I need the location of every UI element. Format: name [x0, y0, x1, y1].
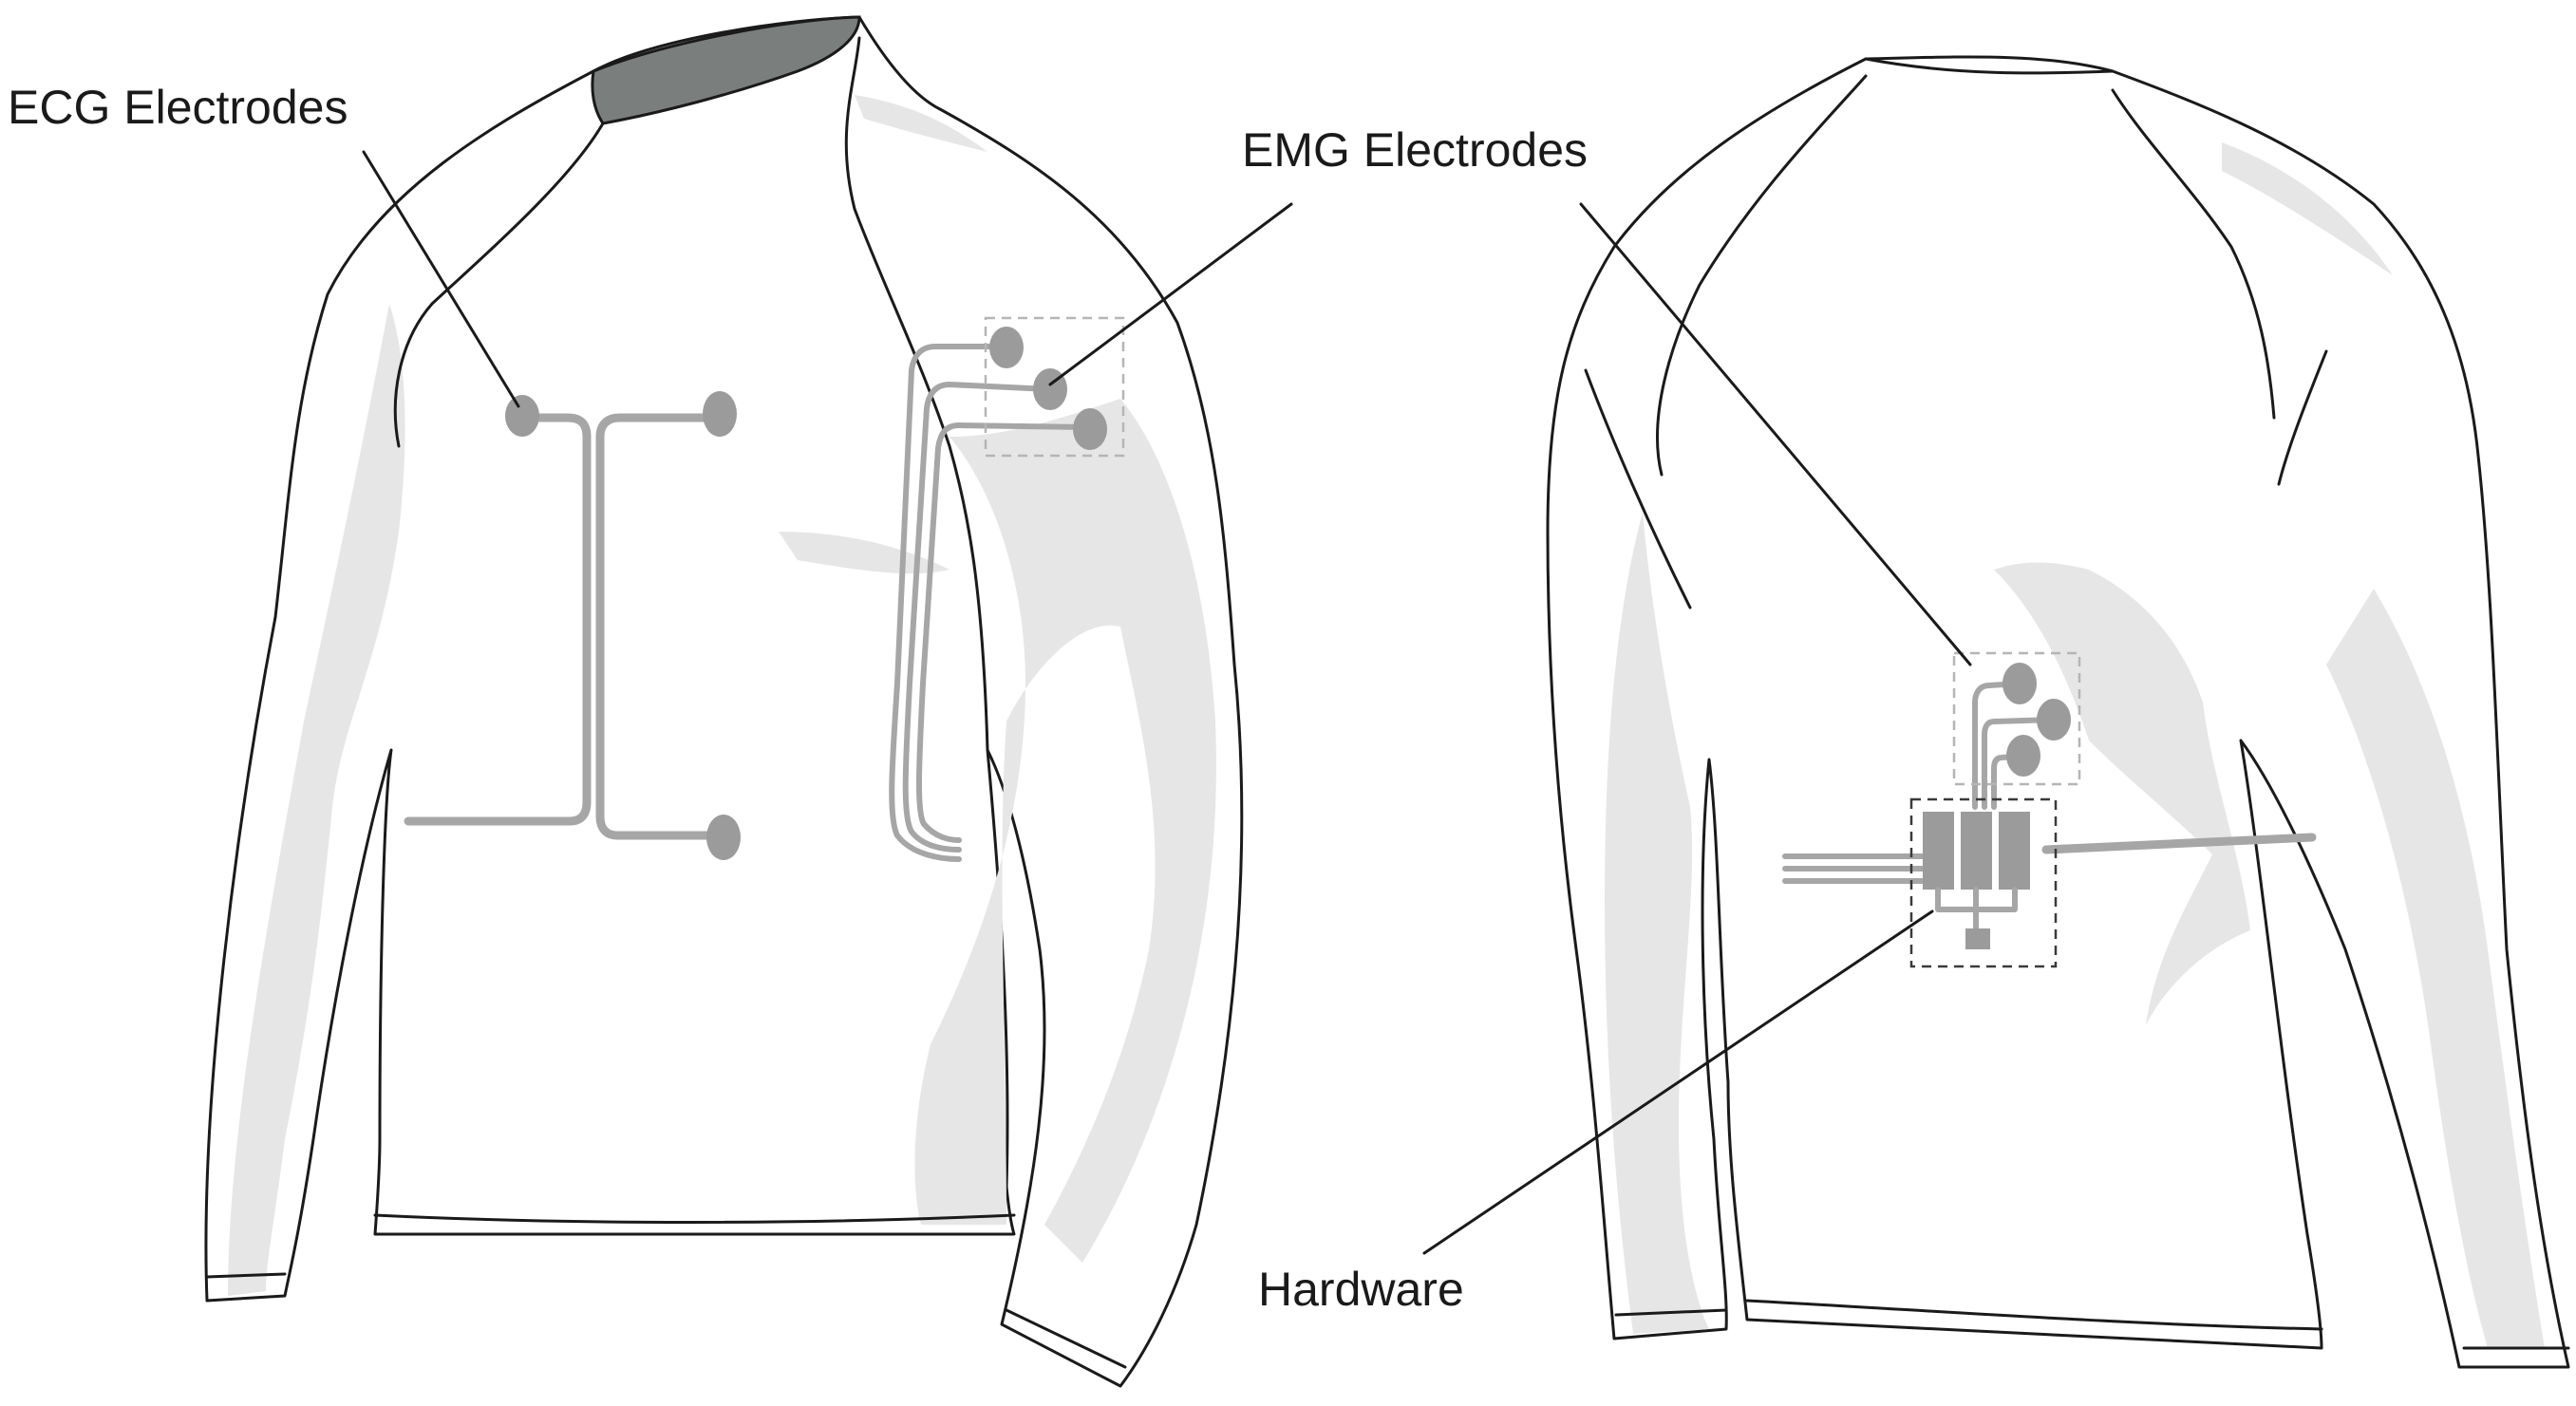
- front-cuff-right: [1005, 1308, 1127, 1369]
- front-cuff-left: [205, 1272, 287, 1279]
- back-seam-left-sleeve: [1584, 368, 1692, 609]
- front-shading-chest: [779, 532, 950, 574]
- ecg-traces: [404, 413, 726, 840]
- back-seam-right-sleeve: [2277, 349, 2328, 486]
- emg-back-leader: [1579, 202, 1972, 666]
- ecg-electrode-3: [706, 815, 741, 860]
- front-shading-left: [228, 304, 405, 1296]
- front-emg-electrode-1: [989, 327, 1024, 368]
- hardware-leader: [1422, 909, 1934, 1255]
- back-collar: [1864, 57, 2115, 75]
- ecg-leader: [362, 150, 520, 408]
- back-cuff-left: [1614, 1308, 1728, 1317]
- hardware-label: Hardware: [1258, 1263, 1464, 1316]
- front-emg-traces: [889, 344, 1093, 862]
- hardware-battery: [1965, 928, 1990, 949]
- front-hem: [373, 1213, 1016, 1224]
- emg-front-leader: [1048, 202, 1293, 386]
- back-band-traces: [1782, 833, 2317, 884]
- hardware-traces: [1935, 887, 2018, 933]
- back-shirt: [1546, 55, 2570, 1369]
- back-emg-electrode-1: [2003, 663, 2037, 704]
- back-shading-left: [1605, 513, 1709, 1334]
- ecg-electrode-2: [703, 391, 737, 437]
- hardware-module-3: [1999, 812, 2030, 890]
- ecg-electrode-1: [505, 395, 539, 437]
- front-seam-left: [393, 122, 605, 448]
- back-shading-shoulder: [2222, 142, 2393, 275]
- front-emg-electrode-3: [1073, 408, 1107, 450]
- back-seam-right: [2111, 88, 2276, 420]
- back-shading-center: [1994, 562, 2250, 1025]
- hardware-box: [1909, 797, 2058, 968]
- hardware-module-2: [1961, 812, 1992, 890]
- back-shading-right: [2326, 589, 2545, 1348]
- back-emg-electrode-3: [2006, 735, 2040, 777]
- back-emg-electrode-2: [2037, 699, 2071, 740]
- hardware-module-1: [1923, 812, 1954, 890]
- front-shirt: [204, 15, 1244, 1388]
- back-seam-left: [1656, 74, 1868, 477]
- back-emg-traces: [1972, 681, 2057, 810]
- front-emg-box: [984, 316, 1125, 458]
- front-shading-shoulder: [855, 95, 987, 152]
- back-hem: [1745, 1299, 2323, 1331]
- emg-label: EMG Electrodes: [1242, 123, 1588, 177]
- ecg-label: ECG Electrodes: [8, 81, 348, 134]
- front-shading-right: [914, 399, 1216, 1263]
